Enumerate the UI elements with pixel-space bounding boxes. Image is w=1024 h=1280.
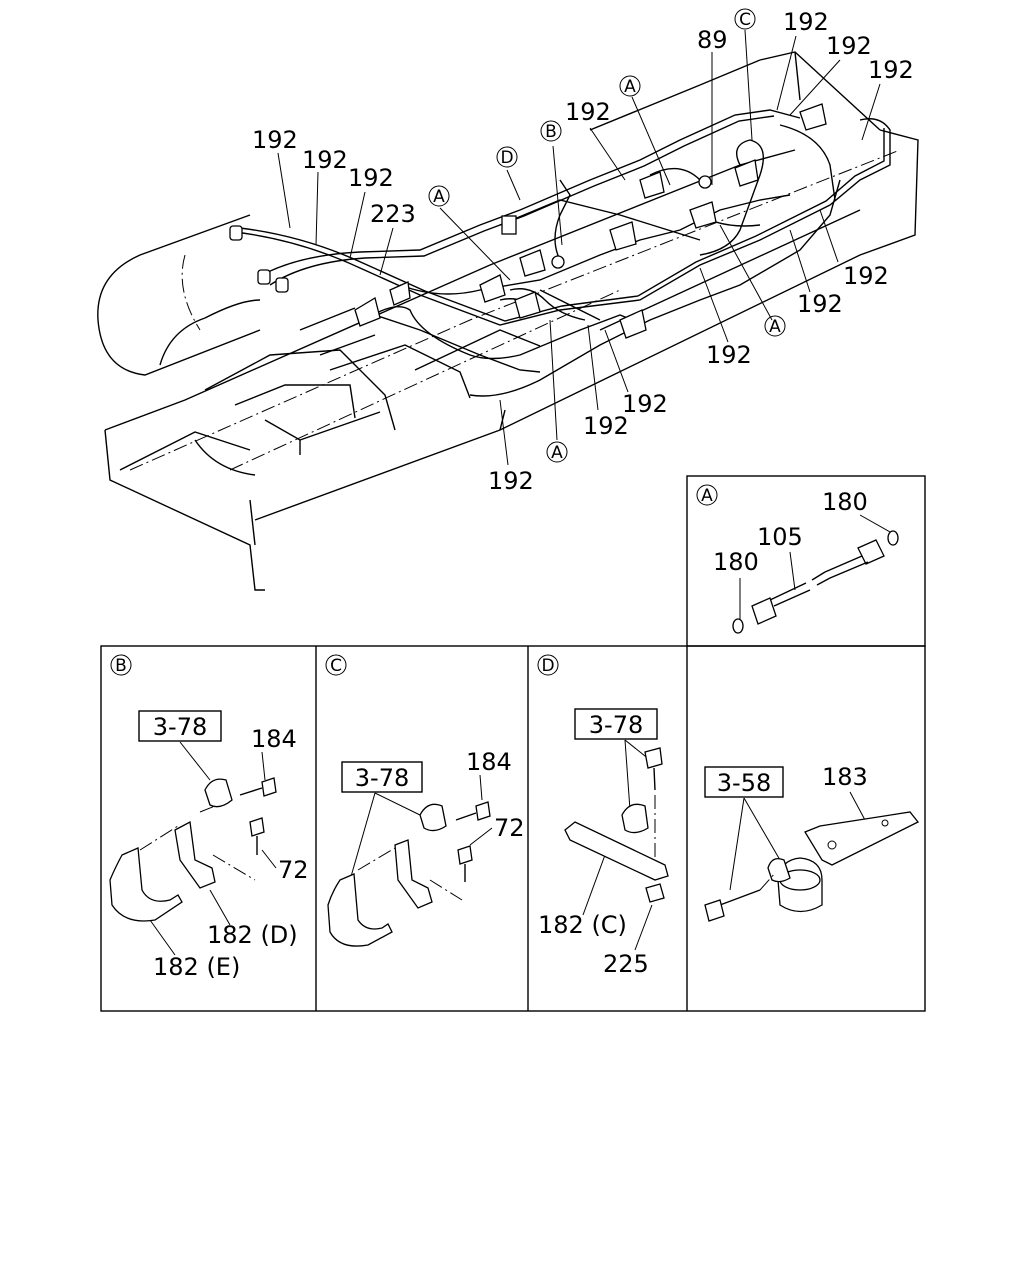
ref-marker: A bbox=[433, 187, 445, 207]
ref-marker: B bbox=[115, 656, 127, 676]
callout-label: 89 bbox=[697, 26, 728, 54]
part-label-182e: 182 (E) bbox=[153, 953, 240, 981]
callout-label: 192 bbox=[488, 467, 534, 495]
callout-labels: 192 192 192 223 192 89 192 192 192 192 1… bbox=[252, 8, 914, 495]
part-label-183: 183 bbox=[822, 763, 868, 791]
part-label-182d: 182 (D) bbox=[207, 921, 298, 949]
ref-box-3-58: 3-58 bbox=[717, 769, 771, 797]
ref-marker: A bbox=[701, 486, 713, 506]
ref-marker: C bbox=[330, 656, 342, 676]
part-label-225: 225 bbox=[603, 950, 649, 978]
part-label-182c: 182 (C) bbox=[538, 911, 627, 939]
ref-marker: A bbox=[624, 77, 636, 97]
ref-marker: A bbox=[551, 443, 563, 463]
ref-marker: B bbox=[545, 122, 557, 142]
ref-marker: D bbox=[541, 656, 554, 676]
part-label-180-top: 180 bbox=[822, 488, 868, 516]
ref-box-3-78: 3-78 bbox=[153, 713, 207, 741]
ref-box-3-78: 3-78 bbox=[355, 764, 409, 792]
main-chassis-view: 192 192 192 223 192 89 192 192 192 192 1… bbox=[97, 8, 919, 591]
ref-marker: C bbox=[739, 10, 751, 30]
reference-markers: A B D A C A A bbox=[428, 8, 786, 463]
part-label-72: 72 bbox=[494, 814, 525, 842]
callout-label: 192 bbox=[783, 8, 829, 36]
callout-label: 192 bbox=[868, 56, 914, 84]
leader-lines bbox=[277, 29, 881, 466]
callout-label: 192 bbox=[826, 32, 872, 60]
brake-pipes bbox=[234, 109, 891, 397]
callout-label: 192 bbox=[252, 126, 298, 154]
callout-label: 192 bbox=[565, 98, 611, 126]
callout-label: 192 bbox=[302, 146, 348, 174]
part-label-105: 105 bbox=[757, 523, 803, 551]
part-label-72: 72 bbox=[278, 856, 309, 884]
detail-b: B 3-78 184 72 182 (D) 182 (E) bbox=[109, 654, 309, 981]
detail-panels bbox=[100, 475, 926, 1012]
valves bbox=[229, 103, 827, 339]
chassis-frame bbox=[104, 51, 919, 591]
part-label-184: 184 bbox=[251, 725, 297, 753]
detail-a: A 180 105 180 bbox=[696, 484, 899, 634]
ref-marker: A bbox=[769, 317, 781, 337]
callout-label: 192 bbox=[348, 164, 394, 192]
callout-label: 192 bbox=[583, 412, 629, 440]
callout-label: 192 bbox=[797, 290, 843, 318]
detail-e: 3-58 183 bbox=[704, 763, 920, 922]
callout-label: 223 bbox=[370, 200, 416, 228]
part-label-184: 184 bbox=[466, 748, 512, 776]
callout-label: 192 bbox=[622, 390, 668, 418]
callout-label: 192 bbox=[706, 341, 752, 369]
ref-box-3-78: 3-78 bbox=[589, 711, 643, 739]
callout-label: 192 bbox=[843, 262, 889, 290]
detail-d: D 3-78 182 (C) 225 bbox=[537, 654, 669, 978]
fuel-tank bbox=[97, 214, 261, 376]
part-label-180-bottom: 180 bbox=[713, 548, 759, 576]
ref-marker: D bbox=[500, 148, 513, 168]
detail-c: C 3-78 184 72 bbox=[325, 654, 525, 947]
